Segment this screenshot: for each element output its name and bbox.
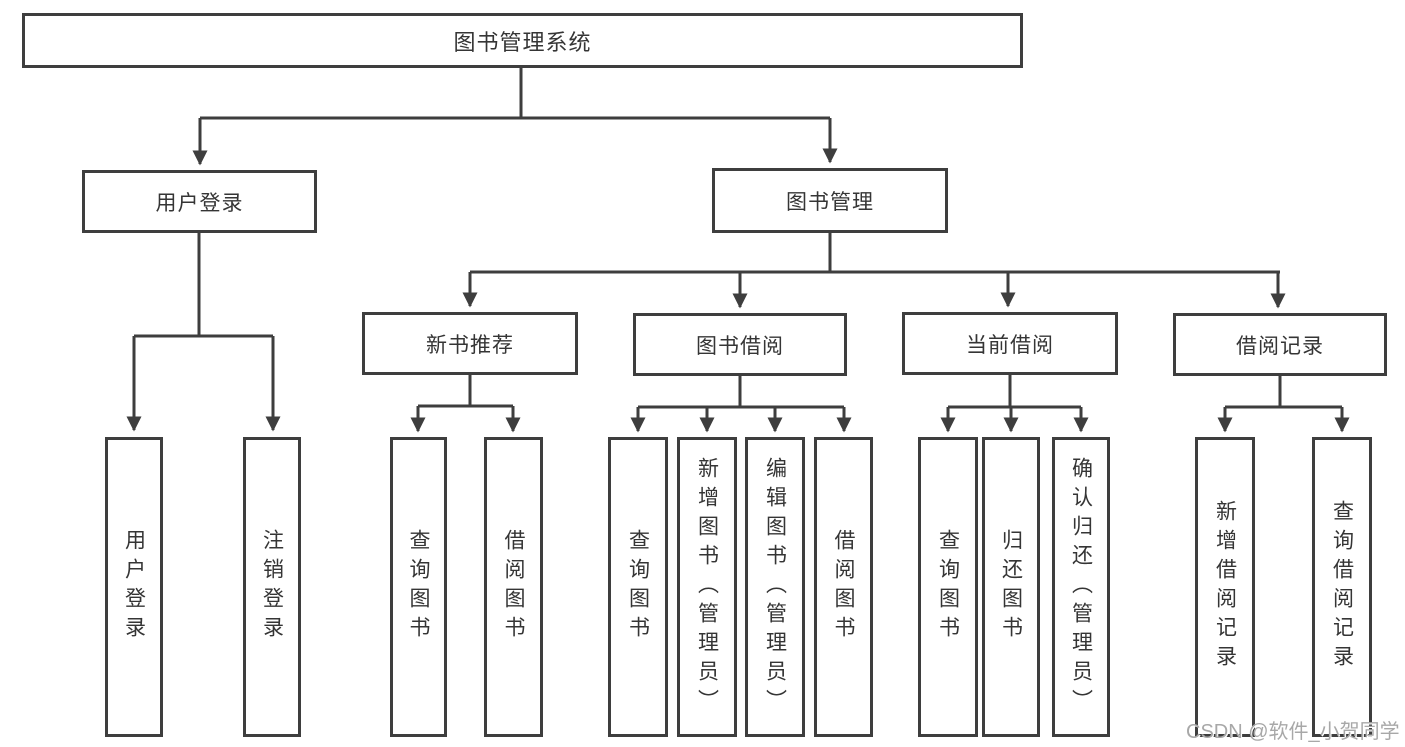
node-borrow-records: 借阅记录 [1173, 313, 1387, 376]
leaf-label: 查询图书 [407, 529, 430, 645]
leaf-borrow-books-1: 借阅图书 [484, 437, 543, 737]
node-user-login: 用户登录 [82, 170, 317, 233]
leaf-borrow-books-2: 借阅图书 [814, 437, 873, 737]
node-label: 图书管理 [786, 190, 874, 214]
leaf-confirm-return-admin: 确认归还（管理员） [1052, 437, 1110, 737]
node-label: 当前借阅 [966, 333, 1054, 357]
node-current-borrow: 当前借阅 [902, 312, 1118, 375]
node-label: 图书借阅 [696, 334, 784, 358]
leaf-label: 用户登录 [122, 529, 146, 645]
leaf-query-books-2: 查询图书 [608, 437, 668, 737]
node-label: 新书推荐 [426, 333, 514, 357]
leaf-label: 查询借阅记录 [1330, 500, 1354, 674]
leaf-label: 新增借阅记录 [1213, 500, 1237, 674]
leaf-query-books-3: 查询图书 [918, 437, 978, 737]
leaf-query-borrow-record: 查询借阅记录 [1312, 437, 1372, 737]
leaf-return-book: 归还图书 [982, 437, 1040, 737]
node-label: 图书管理系统 [453, 29, 592, 55]
node-new-book-recommend: 新书推荐 [362, 312, 578, 375]
node-root: 图书管理系统 [22, 13, 1023, 68]
node-label: 用户登录 [155, 191, 244, 215]
watermark-text: CSDN @软件_小贺同学 [1186, 721, 1400, 743]
leaf-label: 编辑图书（管理员） [763, 456, 787, 718]
leaf-logout: 注销登录 [243, 437, 301, 737]
leaf-user-login: 用户登录 [105, 437, 163, 737]
leaf-edit-book-admin: 编辑图书（管理员） [745, 437, 805, 737]
leaf-label: 归还图书 [999, 529, 1023, 645]
leaf-label: 确认归还（管理员） [1069, 456, 1093, 718]
node-label: 借阅记录 [1236, 334, 1324, 358]
leaf-add-book-admin: 新增图书（管理员） [677, 437, 737, 737]
leaf-label: 借阅图书 [832, 529, 855, 645]
leaf-label: 注销登录 [260, 529, 284, 645]
leaf-label: 借阅图书 [502, 529, 525, 645]
node-book-management: 图书管理 [712, 168, 948, 233]
leaf-query-books-1: 查询图书 [390, 437, 447, 737]
node-book-borrow: 图书借阅 [633, 313, 847, 376]
leaf-add-borrow-record: 新增借阅记录 [1195, 437, 1255, 737]
leaf-label: 查询图书 [626, 529, 650, 645]
leaf-label: 新增图书（管理员） [695, 456, 719, 718]
leaf-label: 查询图书 [936, 529, 960, 645]
